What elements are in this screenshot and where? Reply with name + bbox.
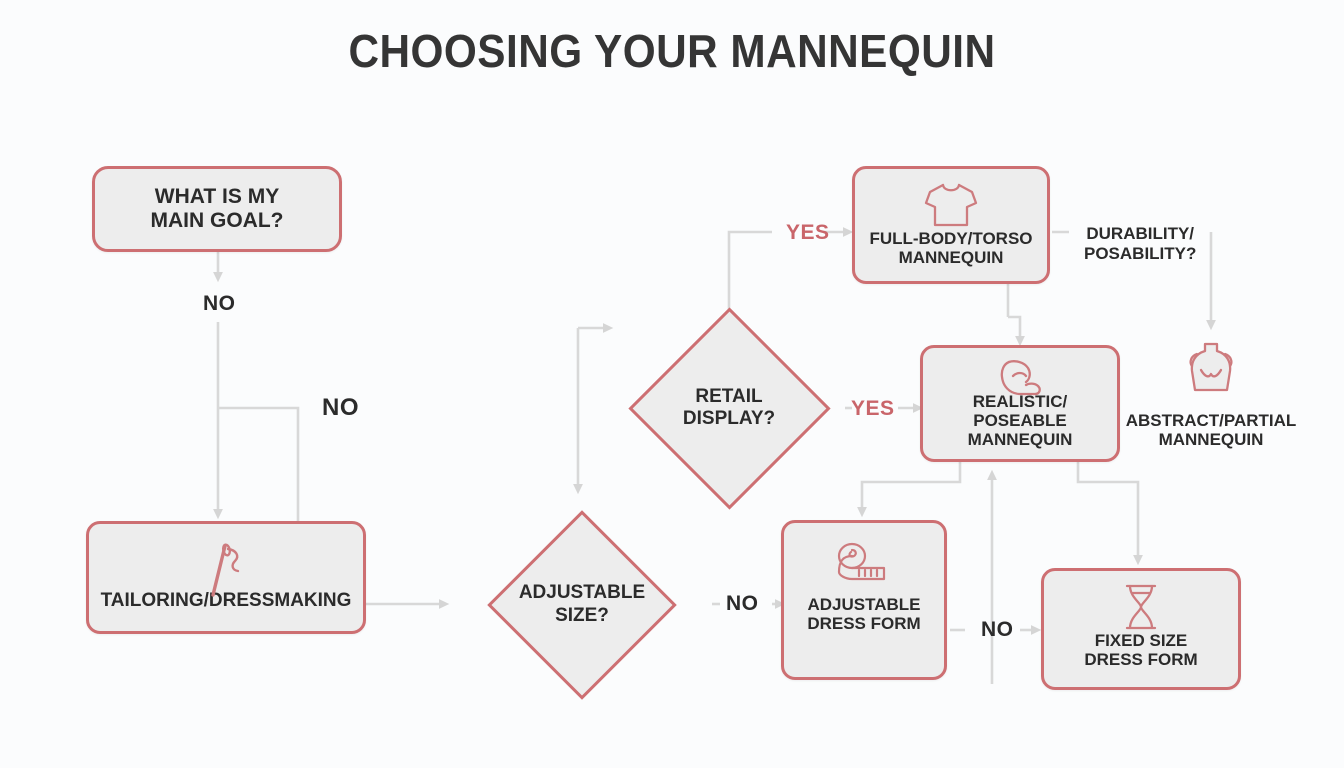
edge-label-goal-no: NO xyxy=(203,292,236,315)
edge-label-adjustable-no: NO xyxy=(726,592,759,615)
node-full-body[interactable]: FULL-BODY/TORSO MANNEQUIN xyxy=(852,166,1050,284)
node-adjustable-form-label: ADJUSTABLE DRESS FORM xyxy=(807,594,921,633)
node-retail-display-label: RETAIL DISPLAY? xyxy=(682,385,776,429)
hourglass-icon xyxy=(1119,581,1163,633)
node-abstract-label: ABSTRACT/PARTIAL MANNEQUIN xyxy=(1125,410,1297,450)
edge-realistic-to-fixed-form xyxy=(1076,462,1143,566)
edge-realistic-to-adjustable-form xyxy=(857,462,962,518)
flexed-bicep-icon xyxy=(995,356,1045,400)
node-realistic[interactable]: REALISTIC/ POSEABLE MANNEQUIN xyxy=(920,345,1120,462)
node-full-body-label: FULL-BODY/TORSO MANNEQUIN xyxy=(869,228,1033,267)
edge-label-durability: DURABILITY/ POSABILITY? xyxy=(1084,224,1197,263)
node-tailoring-label: TAILORING/DRESSMAKING xyxy=(100,589,352,611)
needle-thread-icon xyxy=(200,540,252,600)
node-main-goal[interactable]: WHAT IS MY MAIN GOAL? xyxy=(92,166,342,252)
node-retail-display[interactable]: RETAIL DISPLAY? xyxy=(627,306,831,510)
edge-label-goal-no-branch: NO xyxy=(322,394,359,421)
node-adjustable-size-label: ADJUSTABLE SIZE? xyxy=(518,582,646,626)
node-tailoring[interactable]: TAILORING/DRESSMAKING xyxy=(86,521,366,634)
node-fixed-form-label: FIXED SIZE DRESS FORM xyxy=(1084,630,1198,669)
dress-form-torso-icon xyxy=(1183,338,1239,405)
node-adjustable-form[interactable]: ADJUSTABLE DRESS FORM xyxy=(781,520,947,680)
node-fixed-form[interactable]: FIXED SIZE DRESS FORM xyxy=(1041,568,1241,690)
measuring-tape-icon xyxy=(832,541,896,585)
tshirt-icon xyxy=(922,181,980,229)
node-abstract[interactable]: ABSTRACT/PARTIAL MANNEQUIN xyxy=(1122,338,1300,450)
edge-label-adjustable-yes: YES xyxy=(851,397,895,420)
node-realistic-label: REALISTIC/ POSEABLE MANNEQUIN xyxy=(967,391,1073,449)
edge-fullbody-to-realistic xyxy=(1008,315,1025,347)
node-adjustable-size[interactable]: ADJUSTABLE SIZE? xyxy=(452,509,712,700)
edge-label-retail-yes: YES xyxy=(786,221,830,244)
edge-label-realistic-no: NO xyxy=(981,618,1014,641)
page-title: CHOOSING YOUR MANNEQUIN xyxy=(348,25,996,77)
node-main-goal-label: WHAT IS MY MAIN GOAL? xyxy=(150,185,284,232)
